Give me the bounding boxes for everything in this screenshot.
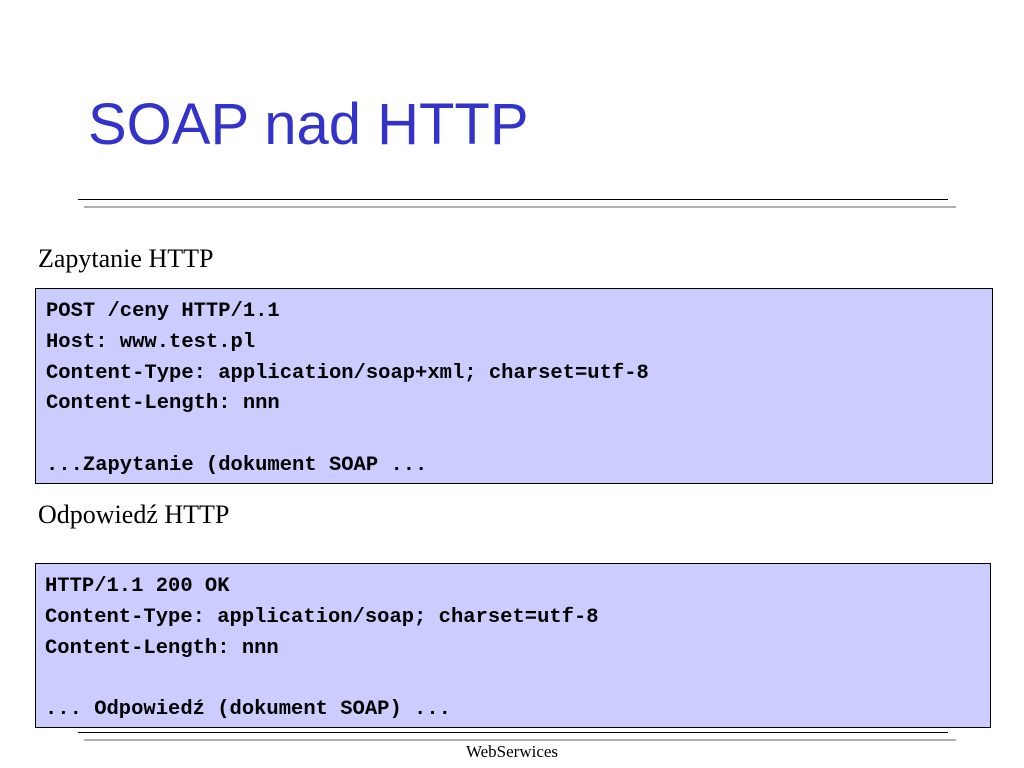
slide-footer: WebSerwices bbox=[465, 742, 559, 761]
request-line: POST /ceny HTTP/1.1 bbox=[46, 300, 280, 323]
slide-title: SOAP nad HTTP bbox=[88, 92, 529, 157]
request-label: Zapytanie HTTP bbox=[38, 244, 214, 273]
request-line: Host: www.test.pl bbox=[46, 330, 256, 354]
response-code-box: HTTP/1.1 200 OK Content-Type: applicatio… bbox=[35, 563, 991, 728]
title-divider bbox=[78, 199, 948, 200]
response-line: Content-Type: application/soap; charset=… bbox=[45, 605, 599, 629]
response-line: Content-Length: nnn bbox=[45, 636, 279, 660]
footer-divider bbox=[78, 732, 948, 733]
response-line: HTTP/1.1 200 OK bbox=[45, 575, 230, 598]
request-line: Content-Length: nnn bbox=[46, 392, 280, 416]
request-line bbox=[46, 420, 992, 451]
footer-divider-shadow bbox=[84, 739, 956, 741]
title-divider-shadow bbox=[84, 206, 956, 208]
response-label: Odpowiedź HTTP bbox=[38, 500, 230, 529]
request-code-box: POST /ceny HTTP/1.1 Host: www.test.pl Co… bbox=[35, 288, 993, 484]
request-line: Content-Type: application/soap+xml; char… bbox=[46, 361, 649, 385]
response-line: ... Odpowiedź (dokument SOAP) ... bbox=[45, 698, 451, 722]
response-line bbox=[45, 664, 990, 695]
request-line: ...Zapytanie (dokument SOAP ... bbox=[46, 453, 428, 477]
